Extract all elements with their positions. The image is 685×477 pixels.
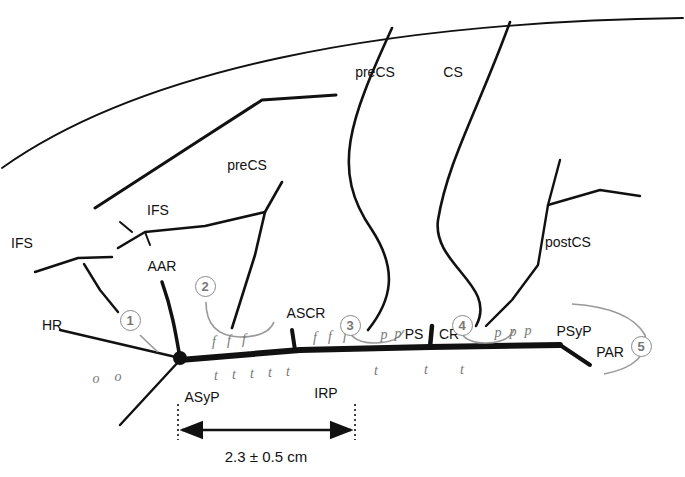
region-letter: f [226,334,232,348]
sulcus [118,212,265,248]
region-letter: f [241,333,247,347]
sulcus [95,95,336,208]
region-letter: t [373,364,379,378]
callout-text: 4 [458,319,465,332]
sulcus [120,222,150,245]
sulcus-label: preCS [226,158,268,172]
callout-text: 2 [201,280,208,293]
sulcus-label: ASCR [286,306,327,320]
region-letter: f [312,331,318,345]
region-letter: t [285,365,291,379]
lateral-fissure [180,345,560,360]
callout-text: 5 [637,340,644,353]
sulcus [548,190,640,205]
callout-number: 3 [340,315,361,336]
region-letter: p [509,325,518,339]
callout-number: 4 [452,315,473,336]
region-letter: t [459,363,465,377]
sulcus-label: PS [404,327,425,341]
sulcus-label: HR [41,318,63,332]
sulcus-label: PAR [595,345,625,359]
region-letter: f [211,335,217,349]
anterior-subcentral-ramus [292,330,295,350]
operculum-arc [206,302,274,337]
callout-number: 1 [120,310,141,331]
posterior-ascending-ramus [560,345,590,365]
region-letter: t [231,368,237,382]
sulcus-label: IRP [313,386,338,400]
brain-outline [2,18,683,168]
sulcus [35,257,112,272]
fissure-stem [120,360,180,425]
horizontal-ramus [60,330,180,358]
region-letter: f [327,330,333,344]
region-letter: p [524,324,533,338]
sulcus [232,182,282,328]
sulcus [84,264,118,312]
region-letter: t [249,367,255,381]
region-letter: p [394,327,403,341]
sulcus-label: CS [442,65,463,79]
sulcus [438,22,510,326]
ascending-ramus [162,282,180,358]
sulcus-label: IFS [146,203,170,217]
central-ramus [430,326,432,347]
region-letter: o [114,370,123,384]
sulcus-label: IFS [10,236,34,250]
region-letter: t [267,366,273,380]
dimension-arrow [182,429,351,432]
sulcus-label: ASyP [183,390,220,404]
sulcus-label: postCS [544,235,592,249]
region-letter: t [213,369,219,383]
sulcus-label: PSyP [555,324,592,338]
callout-number: 2 [195,276,216,297]
region-letter: p [380,328,389,342]
region-letter: t [423,363,429,377]
callout-text: 1 [126,314,133,327]
callout-number: 5 [631,336,652,357]
dimension-guide [178,404,355,440]
region-letter: o [92,372,101,386]
sulcus-label: AAR [147,259,178,273]
anterior-sylvian-point [173,351,187,365]
sulcus-label: preCS [354,65,396,79]
callout-text: 3 [346,319,353,332]
dimension-label: 2.3 ± 0.5 cm [224,449,308,464]
operculum-arc [140,335,158,352]
region-letter: p [494,326,503,340]
